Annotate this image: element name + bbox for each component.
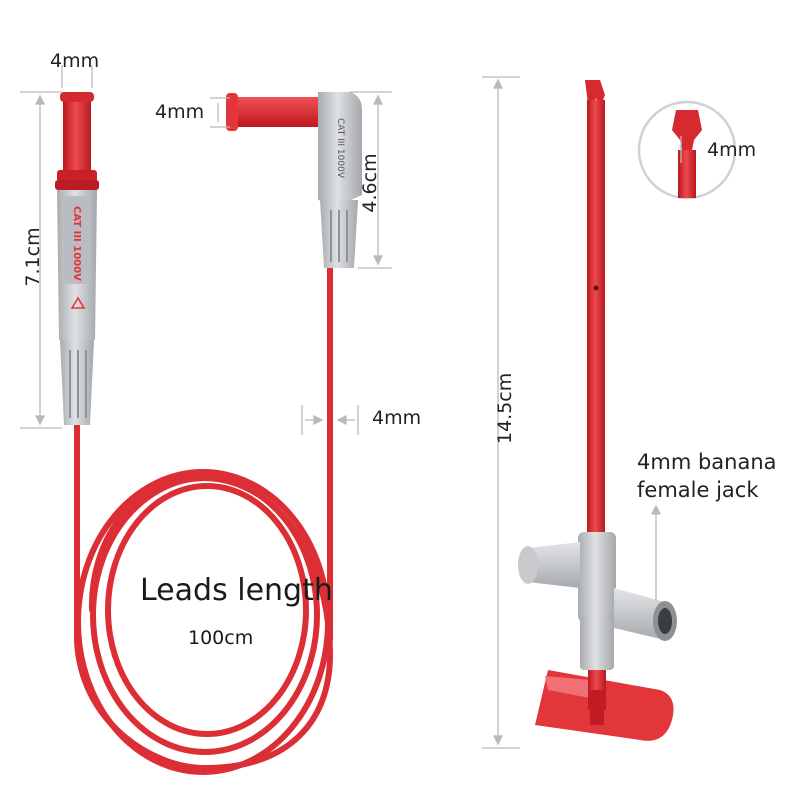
probe-length-dimension: 14.5cm — [494, 372, 516, 444]
dimension-lines — [20, 65, 682, 749]
wire-gauge-dimension: 4mm — [372, 407, 422, 429]
angled-plug-tip-dimension: 4mm — [155, 101, 205, 123]
probe-tip-inset — [637, 100, 737, 200]
straight-plug-marking: CAT III 1000V — [71, 206, 82, 281]
straight-plug-tip-dimension: 4mm — [50, 50, 100, 72]
straight-plug-length-dimension: 7.1cm — [22, 227, 44, 287]
piercing-probe — [518, 80, 677, 741]
jack-callout-line2: female jack — [637, 478, 759, 502]
probe-tip-dimension: 4mm — [707, 139, 757, 161]
angled-plug-marking: CAT III 1000V — [335, 118, 345, 179]
lead-wire-left — [74, 422, 334, 772]
angled-plug-length-dimension: 4.6cm — [359, 153, 381, 213]
lead-coil-inner — [105, 483, 309, 737]
jack-callout-line1: 4mm banana — [637, 450, 777, 474]
lead-coil-middle — [90, 475, 320, 755]
lead-coil-outer — [75, 469, 331, 775]
leads-length-title: Leads length — [140, 573, 333, 608]
angled-banana-plug: CAT III 1000V — [226, 92, 362, 268]
leads-length-value: 100cm — [188, 627, 254, 649]
coiled-lead — [74, 265, 334, 775]
straight-banana-plug: CAT III 1000V — [55, 92, 99, 425]
